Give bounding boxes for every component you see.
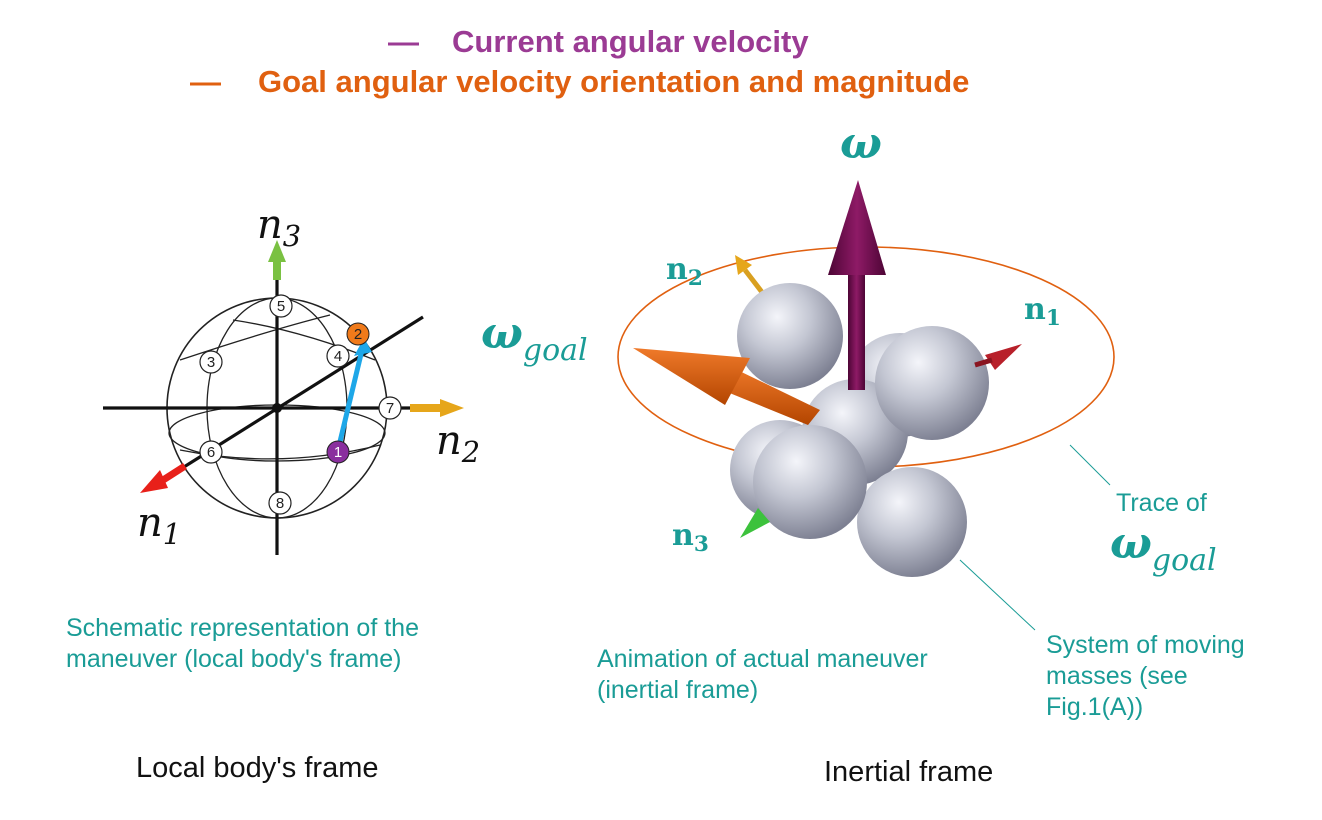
n1-arrow-head [140, 470, 168, 493]
right-n2-head [735, 255, 752, 275]
animation-caption: Animation of actual maneuver (inertial f… [597, 644, 928, 706]
left-n1-label: n1 [137, 500, 182, 552]
masses-leader-line [959, 559, 1036, 631]
n2-arrow-shaft [410, 404, 442, 412]
masses-caption-line2: masses (see [1046, 662, 1188, 690]
trace-caption-line1: Trace of [1116, 489, 1207, 517]
omega-arrow-shaft [848, 265, 865, 390]
point-2-label: 2 [354, 326, 362, 343]
point-3 [199, 350, 223, 374]
right-n1-head [985, 344, 1022, 370]
right-n3-label: n3 [672, 518, 709, 558]
point-4 [326, 344, 350, 368]
left-caption-line2: maneuver (local body's frame) [66, 645, 402, 673]
trace-caption-omega: ωgoal [1110, 518, 1217, 578]
n3-arrow-head [268, 240, 286, 262]
left-n3-label: n3 [257, 202, 302, 254]
point-4-label: 4 [334, 348, 342, 365]
right-n1-shaft [974, 357, 993, 368]
point-3-label: 3 [207, 354, 215, 371]
right-n3-head [740, 508, 770, 538]
right-n2-label: n2 [666, 252, 703, 292]
left-caption-line1: Schematic representation of the [66, 614, 419, 642]
omega-label: ω [840, 118, 882, 169]
legend-current-dash: — [388, 24, 419, 59]
right-n1-label: n1 [1024, 292, 1061, 332]
legend-goal-dash: — [190, 64, 221, 99]
n1-arrow-shaft [158, 463, 187, 485]
left-caption: Schematic representation of the maneuver… [66, 613, 419, 675]
n2-arrow-head [440, 399, 464, 417]
point-7 [378, 396, 402, 420]
animation-caption-line1: Animation of actual maneuver [597, 645, 928, 673]
omega-arrow-head [828, 180, 886, 275]
point-6 [199, 440, 223, 464]
point-7-label: 7 [386, 400, 394, 417]
point-5-label: 5 [277, 298, 285, 315]
maneuver-path-arrowhead [354, 338, 372, 356]
latitude-upper2 [179, 314, 331, 361]
point-5 [269, 294, 293, 318]
mass-sphere-lower-left [753, 425, 867, 539]
right-inertial-diagram [617, 180, 1115, 631]
legend-current-label: Current angular velocity [452, 24, 809, 59]
mass-sphere-back-left [737, 283, 843, 389]
origin-dot [272, 403, 282, 413]
animation-caption-line2: (inertial frame) [597, 676, 759, 704]
mass-sphere-lower-right [857, 467, 967, 577]
masses-caption-line3: Fig.1(A)) [1046, 693, 1144, 721]
point-8-label: 8 [276, 495, 284, 512]
point-1 [326, 440, 350, 464]
omega-goal-head [633, 348, 750, 405]
point-8 [268, 491, 292, 515]
right-frame-label: Inertial frame [824, 756, 994, 788]
left-n2-label: n2 [436, 418, 481, 470]
masses-caption-line1: System of moving [1046, 631, 1245, 659]
point-2 [346, 322, 370, 346]
legend-goal-label: Goal angular velocity orientation and ma… [258, 64, 970, 99]
point-1-label: 1 [334, 444, 342, 461]
left-sphere-diagram: 1 2 3 4 5 6 7 8 [103, 240, 464, 555]
maneuver-path [335, 349, 365, 451]
omega-goal-label: ωgoal [481, 308, 588, 368]
point-6-label: 6 [207, 444, 215, 461]
mass-sphere-right [875, 326, 989, 440]
left-frame-label: Local body's frame [136, 752, 379, 784]
n3-arrow-shaft [273, 262, 281, 280]
masses-caption: System of moving masses (see Fig.1(A)) [1046, 630, 1245, 723]
trace-leader-line [1069, 444, 1111, 486]
